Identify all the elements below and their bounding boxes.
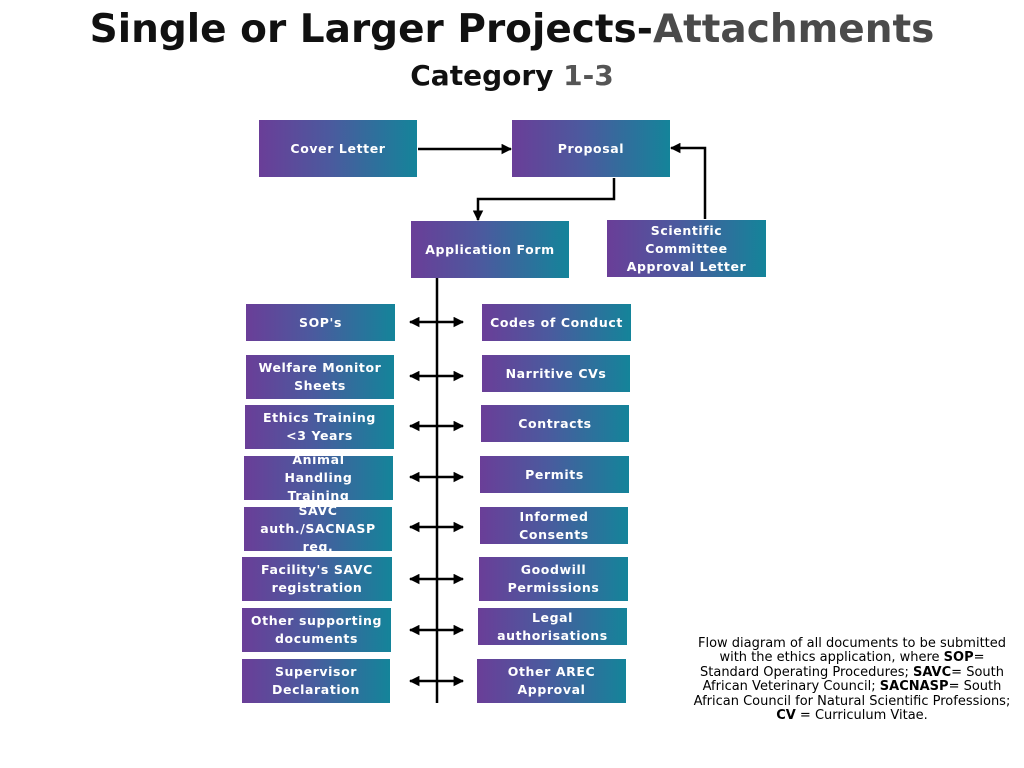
- scientific-committee-box: Scientific Committee Approval Letter: [607, 220, 766, 277]
- footnote-cv-def: = Curriculum Vitae.: [795, 708, 928, 724]
- title-part-2: Attachments: [652, 7, 935, 52]
- footnote-intro: Flow diagram of all documents to be subm…: [697, 636, 1007, 666]
- savc-sacnasp-box: SAVC auth./SACNASP reg.: [244, 503, 392, 554]
- title-part-1: Single or Larger Projects-: [89, 7, 653, 52]
- footnote-sop-def: = Standard Operating Procedures;: [700, 650, 985, 680]
- footnote-sop-abbr: SOP: [943, 650, 974, 666]
- codes-of-conduct-box: Codes of Conduct: [482, 304, 631, 341]
- cover-letter-box: Cover Letter: [259, 120, 417, 177]
- narrative-cvs-box: Narritive CVs: [482, 355, 630, 392]
- footnote: Flow diagram of all documents to be subm…: [692, 636, 1012, 724]
- informed-consents-box: Informed Consents: [480, 507, 628, 544]
- page-subtitle: Category 1-3: [0, 58, 1024, 94]
- footnote-cv-abbr: CV: [776, 708, 796, 724]
- proposal-box: Proposal: [512, 120, 670, 177]
- subtitle-part-2: 1-3: [563, 59, 614, 92]
- ethics-training-box: Ethics Training <3 Years: [245, 405, 394, 449]
- goodwill-permissions-box: Goodwill Permissions: [479, 557, 628, 601]
- sops-box: SOP's: [246, 304, 395, 341]
- permits-box: Permits: [480, 456, 629, 493]
- other-arec-approval-box: Other AREC Approval: [477, 659, 626, 703]
- footnote-sacnasp-def: = South African Council for Natural Scie…: [693, 679, 1011, 709]
- double-arrows: [408, 316, 465, 687]
- footnote-savc-def: = South African Veterinary Council;: [702, 664, 1004, 695]
- supervisor-declaration-box: Supervisor Declaration: [242, 659, 390, 703]
- other-supporting-documents-box: Other supporting documents: [242, 608, 391, 652]
- subtitle-part-1: Category: [410, 59, 564, 92]
- welfare-monitor-sheets-box: Welfare Monitor Sheets: [246, 355, 394, 399]
- arrow-committee-to-proposal: [669, 142, 707, 219]
- contracts-box: Contracts: [481, 405, 629, 442]
- page-title: Single or Larger Projects-Attachments: [0, 6, 1024, 54]
- arrow-proposal-to-application: [472, 178, 616, 222]
- animal-handling-training-box: Animal Handling Training: [244, 452, 393, 503]
- footnote-savc-abbr: SAVC: [913, 664, 952, 680]
- application-form-box: Application Form: [411, 221, 569, 278]
- legal-authorisations-box: Legal authorisations: [478, 608, 627, 645]
- facility-savc-registration-box: Facility's SAVC registration: [242, 557, 392, 601]
- footnote-sacnasp-abbr: SACNASP: [879, 679, 949, 695]
